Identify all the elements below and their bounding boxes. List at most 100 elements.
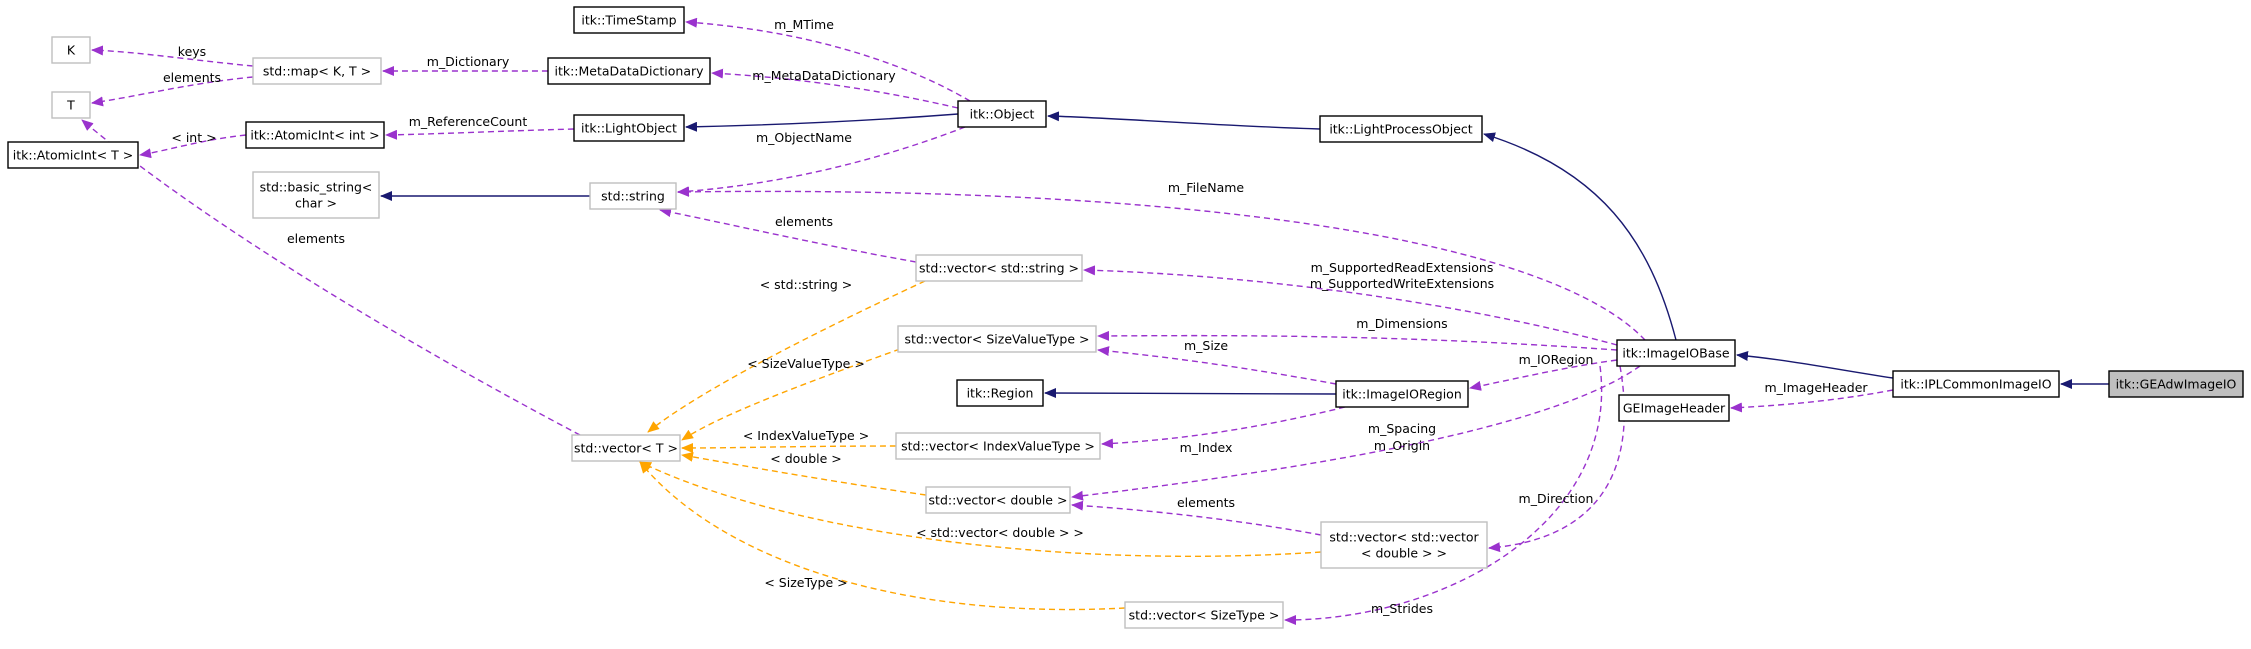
node-label: std::basic_string<: [260, 180, 373, 195]
edge-imageioregion-to-region: [1044, 388, 1337, 399]
node-label: T: [66, 98, 75, 113]
edge-imageiobase-to-string: [677, 186, 1646, 341]
edge-lightprocess-to-object: [1047, 111, 1321, 130]
node-box: [925, 486, 1071, 514]
edge-lightobject-to-atomicint: [385, 128, 575, 140]
node-vec-string[interactable]: std::vector< std::string >: [915, 254, 1083, 282]
edge-label-sizevaluetype: < SizeValueType >: [747, 356, 865, 371]
node-label: std::string: [601, 189, 665, 204]
node-atomic-T[interactable]: itk::AtomicInt< T >: [7, 141, 139, 169]
node-label: itk::ImageIORegion: [1342, 387, 1462, 402]
edge-vecstring-to-vecT: [647, 280, 926, 433]
node-vec-vec-double[interactable]: std::vector< std::vector< double > >: [1320, 521, 1488, 569]
edge-label-m-mtime: m_MTime: [774, 17, 834, 32]
node-iplcommon[interactable]: itk::IPLCommonImageIO: [1892, 370, 2060, 398]
node-label: std::vector< IndexValueType >: [901, 439, 1095, 454]
node-vec-sizevalue[interactable]: std::vector< SizeValueType >: [897, 325, 1097, 353]
edge-imageiobase-to-lightprocess: [1483, 132, 1677, 341]
node-metadict[interactable]: itk::MetaDataDictionary: [547, 57, 711, 85]
node-vec-double[interactable]: std::vector< double >: [925, 486, 1071, 514]
node-geimageheader[interactable]: GEImageHeader: [1618, 394, 1730, 422]
node-box: [51, 36, 91, 64]
node-atomic-int[interactable]: itk::AtomicInt< int >: [245, 121, 385, 149]
edge-iplcommon-to-imageiobase: [1736, 351, 1894, 379]
edge-label-vec-double-tpl: < std::vector< double > >: [916, 525, 1084, 540]
node-label: itk::LightObject: [581, 121, 677, 136]
node-label: std::vector< std::string >: [919, 261, 1079, 276]
edge-label-m-dictionary: m_Dictionary: [427, 54, 510, 69]
node-label: std::map< K, T >: [263, 64, 371, 79]
node-label: itk::AtomicInt< T >: [13, 148, 133, 163]
node-region[interactable]: itk::Region: [956, 379, 1044, 407]
node-K[interactable]: K: [51, 36, 91, 64]
node-label: < double > >: [1361, 546, 1447, 561]
edge-label-m-spacing: m_Spacing: [1368, 421, 1436, 436]
edge-iplcommon-to-geimageheader: [1730, 389, 1894, 413]
edge-label-elements-map: elements: [163, 70, 221, 85]
edge-vecvecdouble-to-vecT: [639, 461, 1322, 557]
node-lightobject[interactable]: itk::LightObject: [573, 114, 685, 142]
node-box: [252, 171, 380, 219]
edge-vecindexvalue-to-vecT: [681, 442, 897, 453]
node-label: K: [67, 43, 76, 58]
node-vec-indexvalue[interactable]: std::vector< IndexValueType >: [895, 432, 1101, 460]
node-box: [1892, 370, 2060, 398]
node-map[interactable]: std::map< K, T >: [252, 57, 382, 85]
node-vec-sizetype[interactable]: std::vector< SizeType >: [1124, 601, 1284, 629]
edge-label-m-objectname: m_ObjectName: [756, 130, 852, 145]
node-label: itk::MetaDataDictionary: [554, 64, 704, 79]
node-box: [547, 57, 711, 85]
edge-imageiobase-to-vecstring: [1083, 265, 1618, 346]
node-box: [7, 141, 139, 169]
node-vec-T[interactable]: std::vector< T >: [571, 434, 681, 462]
node-label: itk::LightProcessObject: [1329, 122, 1472, 137]
node-basic-string[interactable]: std::basic_string<char >: [252, 171, 380, 219]
node-box: [956, 379, 1044, 407]
edge-label-m-size: m_Size: [1184, 338, 1228, 353]
node-lightprocess[interactable]: itk::LightProcessObject: [1319, 115, 1483, 143]
edge-label-sizetype: < SizeType >: [764, 575, 847, 590]
edge-label-m-referencecount: m_ReferenceCount: [409, 114, 528, 129]
edge-map-to-k: [91, 45, 254, 67]
node-imageioregion[interactable]: itk::ImageIORegion: [1335, 380, 1469, 408]
edge-imageiobase-to-vecdouble: [1071, 365, 1641, 501]
node-imageiobase[interactable]: itk::ImageIOBase: [1616, 339, 1736, 367]
node-object[interactable]: itk::Object: [957, 100, 1047, 128]
node-box: [1319, 115, 1483, 143]
node-label: itk::Object: [970, 107, 1035, 122]
node-label: itk::Region: [967, 386, 1034, 401]
edge-imageioregion-to-vecindexvalue: [1101, 406, 1346, 449]
node-timestamp[interactable]: itk::TimeStamp: [573, 6, 685, 34]
node-box: [573, 114, 685, 142]
edge-vecsizevalue-to-vecT: [681, 348, 901, 441]
edge-label-elements-double: elements: [1177, 495, 1235, 510]
node-geadw[interactable]: itk::GEAdwImageIO: [2108, 370, 2244, 398]
edges-layer: [81, 17, 2110, 625]
node-box: [895, 432, 1101, 460]
edge-vecsizetype-to-vecT: [639, 461, 1126, 611]
edge-imageiobase-to-vecsizetype: [1284, 365, 1603, 625]
node-box: [589, 182, 677, 210]
node-box: [2108, 370, 2244, 398]
edge-label-double: < double >: [770, 451, 842, 466]
node-box: [957, 100, 1047, 128]
node-label: std::vector< double >: [929, 493, 1068, 508]
edge-label-elements-string: elements: [775, 214, 833, 229]
edge-label-indexvaluetype: < IndexValueType >: [743, 428, 869, 443]
node-label: itk::GEAdwImageIO: [2116, 377, 2237, 392]
edge-imageioregion-to-vecsizevalue: [1097, 346, 1337, 385]
node-label: itk::AtomicInt< int >: [250, 128, 379, 143]
node-box: [1124, 601, 1284, 629]
node-T[interactable]: T: [51, 91, 91, 119]
edge-label-m-dimensions: m_Dimensions: [1356, 316, 1447, 331]
node-box: [1320, 521, 1488, 569]
edge-label-m-strides: m_Strides: [1371, 601, 1433, 616]
node-box: [573, 6, 685, 34]
edge-vecT-to-T: [81, 119, 581, 436]
node-label: std::vector< std::vector: [1329, 530, 1479, 545]
edge-vecvecdouble-to-vecdouble: [1071, 500, 1322, 536]
node-string[interactable]: std::string: [589, 182, 677, 210]
